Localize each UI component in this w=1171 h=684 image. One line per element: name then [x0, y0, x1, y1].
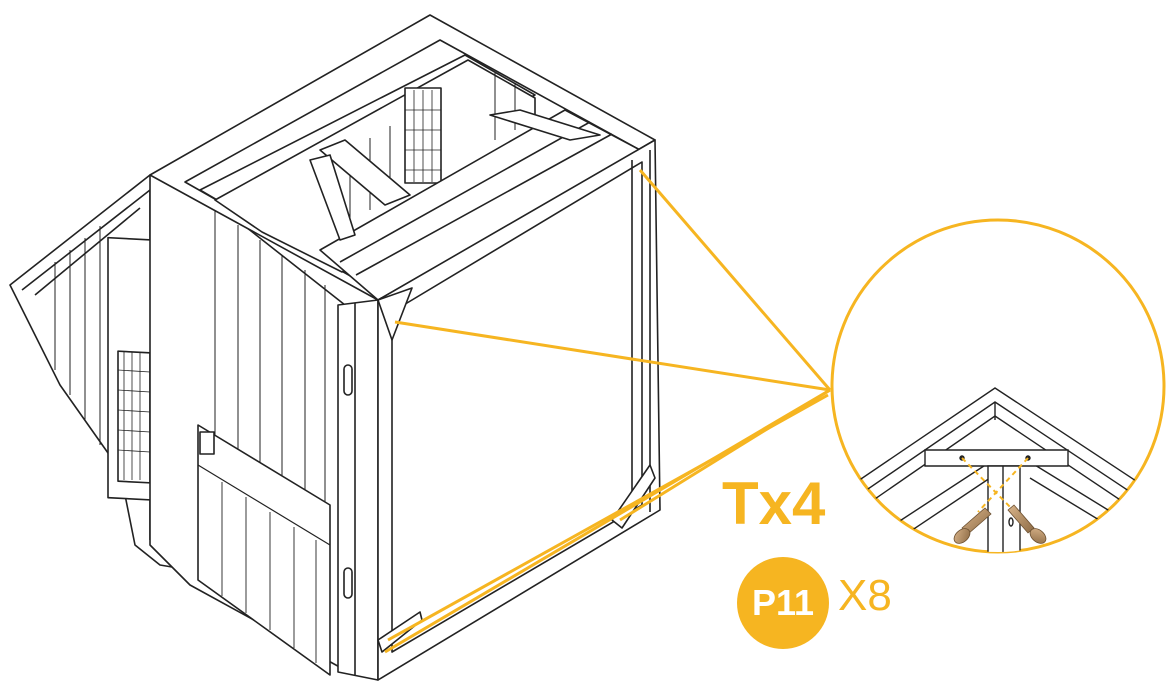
corner-post [337, 299, 379, 681]
corner-brace-top [377, 287, 413, 341]
coop-structure [9, 14, 661, 681]
part-id: P11 [751, 582, 815, 623]
window-mesh [117, 352, 151, 480]
screw-icon [953, 504, 1047, 544]
callout-lines [384, 169, 832, 654]
front-door [197, 424, 331, 676]
detail-zoom-circle [830, 218, 1166, 554]
part-badge: P11 [737, 557, 829, 649]
tool-label: Tx4 [722, 470, 826, 537]
part-badge-circle [737, 557, 829, 649]
door-latch [199, 431, 215, 455]
part-quantity: X8 [838, 571, 892, 620]
